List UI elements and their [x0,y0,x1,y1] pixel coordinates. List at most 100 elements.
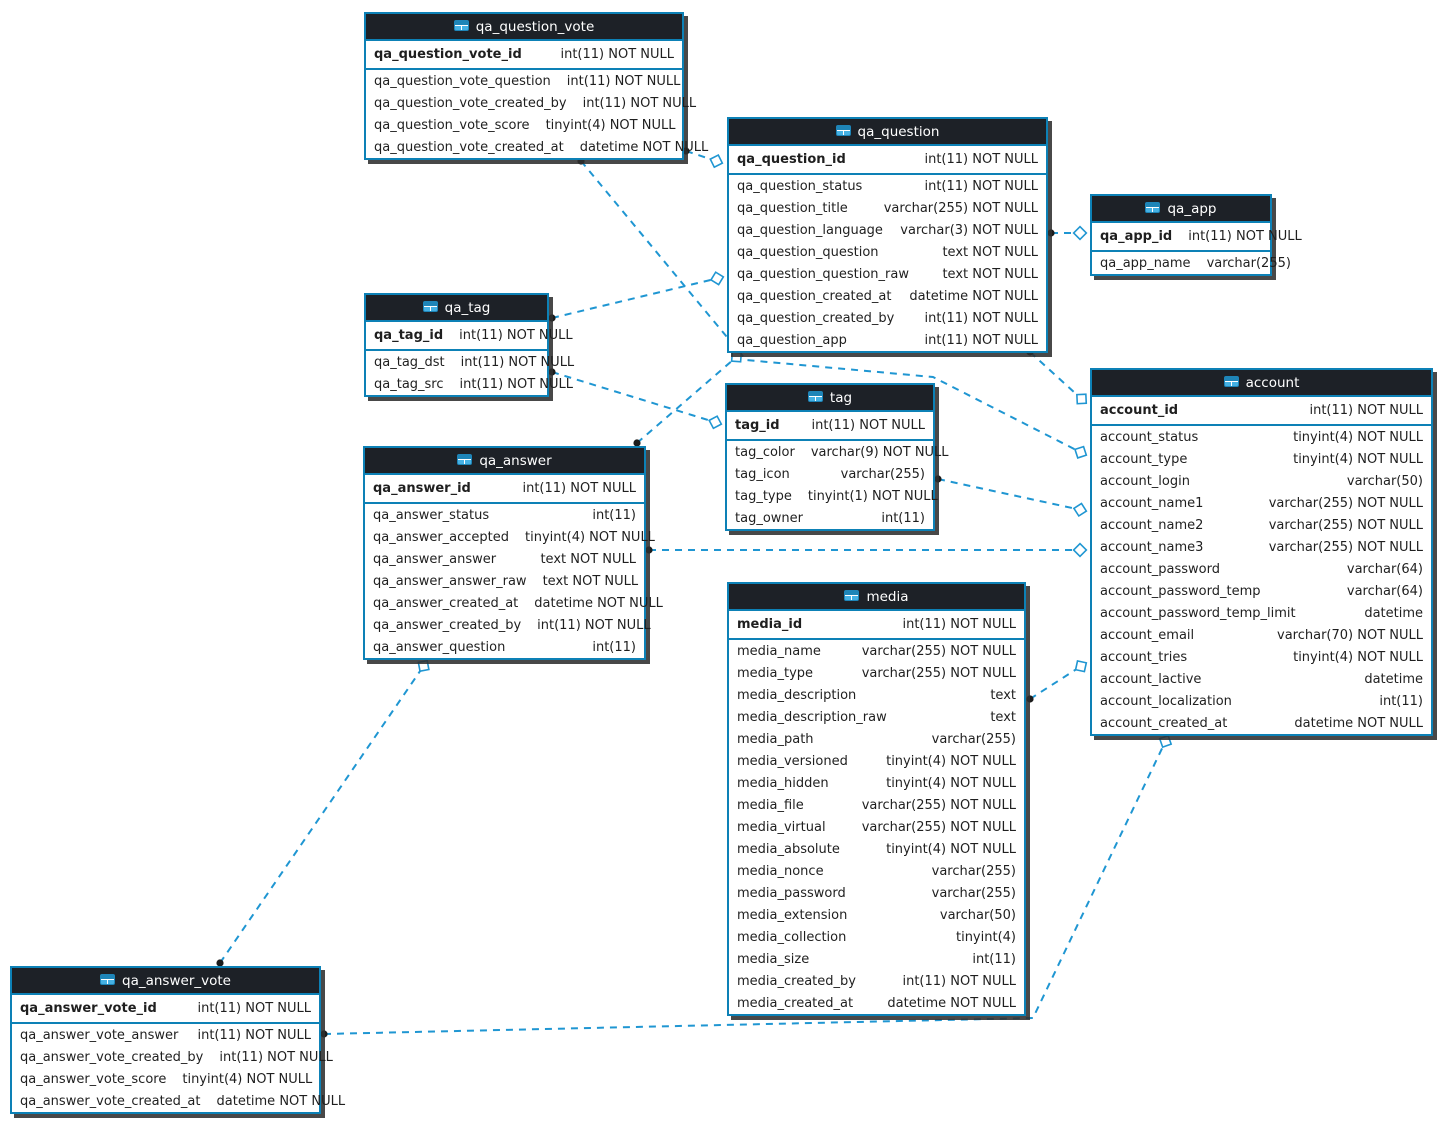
field-type: tinyint(4) NOT NULL [886,841,1016,857]
field-name: qa_answer_vote_created_at [20,1093,201,1109]
field-name: qa_answer_status [373,507,490,523]
table-title: media [866,588,909,605]
field-type: int(11) [972,951,1016,967]
relation-qa_answer_created_by-to-account_id [645,542,1088,558]
field-type: int(11) NOT NULL [924,152,1038,167]
table-icon [835,124,851,140]
relation-dot-endpoint [320,1030,328,1038]
field-type: int(11) NOT NULL [459,376,574,392]
field-type: int(11) NOT NULL [811,418,925,433]
relation-line [937,478,1087,512]
table-header[interactable]: qa_question [729,119,1046,146]
relation-diamond-endpoint [1076,393,1088,405]
relation-dot-endpoint [645,546,653,554]
field-type: int(11) NOT NULL [197,1027,311,1043]
field-name: qa_tag_id [374,328,444,343]
field-type: varchar(255) [931,863,1016,879]
relation-media_created_by-to-account_id [1026,659,1088,703]
relation-line [551,371,722,425]
field-type: varchar(255) [1206,255,1291,271]
relation-line [219,660,428,964]
field-name: account_type [1100,451,1188,467]
field-type: int(11) NOT NULL [924,332,1038,348]
table-title: account [1245,374,1300,391]
field-name: media_description_raw [737,709,887,725]
field-name: media_password [737,885,846,901]
field-type: tinyint(4) NOT NULL [886,753,1016,769]
table-header[interactable]: qa_answer [365,448,644,475]
field-name: qa_question_app [737,332,847,348]
field-type: varchar(255) [931,885,1016,901]
table-title: tag [829,389,853,406]
relation-dot-endpoint [1026,695,1034,703]
field-name: media_created_by [737,973,856,989]
field-type: tinyint(4) NOT NULL [545,117,676,133]
relation-dot-endpoint [633,439,641,447]
table-header[interactable]: media [729,584,1024,611]
field-type: varchar(255) [840,466,925,482]
relation-diamond-endpoint [730,351,743,363]
table-header[interactable]: qa_tag [366,295,547,322]
field-type: int(11) NOT NULL [924,178,1038,194]
field-type: text NOT NULL [942,244,1038,260]
field-type: varchar(255) NOT NULL [861,665,1016,681]
field-type: varchar(64) [1346,561,1423,577]
table-header[interactable]: qa_answer_vote [12,968,319,995]
table-header[interactable]: tag [727,385,933,412]
field-type: varchar(255) NOT NULL [883,200,1038,216]
field-row: account_password varchar(64) [1092,558,1431,580]
field-type: int(11) [592,639,636,655]
field-name: account_password [1100,561,1221,577]
field-name: media_description [737,687,857,703]
relation-diamond-endpoint [1072,225,1088,241]
table-header[interactable]: qa_question_vote [366,14,682,41]
relation-line [551,276,724,319]
field-type: varchar(70) NOT NULL [1277,627,1423,643]
field-type: int(11) NOT NULL [560,47,674,62]
field-type: tinyint(4) NOT NULL [182,1071,313,1087]
table-header[interactable]: account [1092,370,1431,397]
table-header[interactable]: qa_app [1092,196,1270,223]
field-name: qa_answer_question [373,639,506,655]
field-type: text [990,687,1016,703]
field-name: media_collection [737,929,847,945]
relation-line [580,160,1087,456]
relation-qa_tag_dst-to-qa_question_id [548,271,725,322]
field-name: media_versioned [737,753,848,769]
field-type: int(11) NOT NULL [582,95,697,111]
